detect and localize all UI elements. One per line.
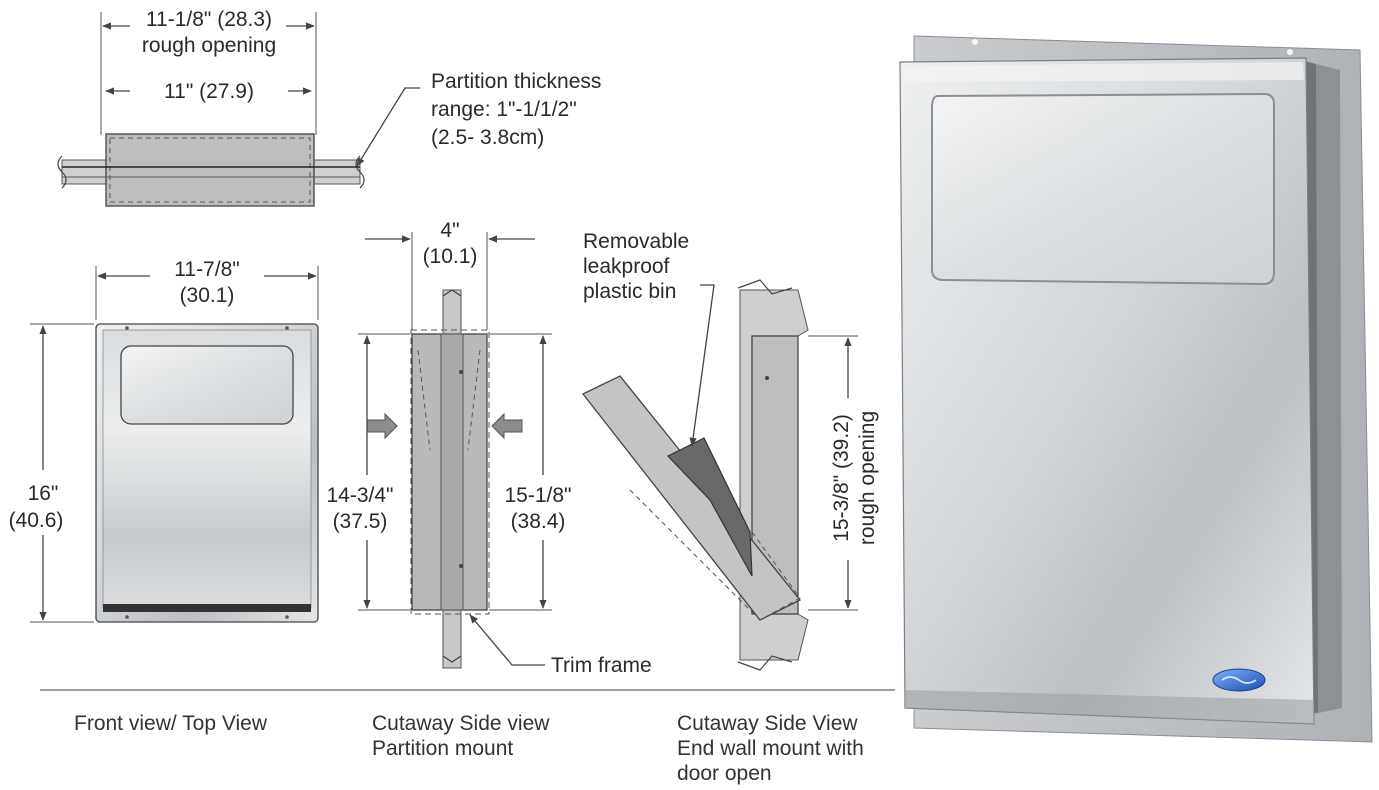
partition-thickness-line3: (2.5- 3.8cm) xyxy=(431,126,544,149)
right-height-dim: 15-1/8" xyxy=(505,484,572,507)
front-width-dim: 11-7/8" xyxy=(174,258,239,281)
trim-frame-label: Trim frame xyxy=(551,654,652,677)
left-height-metric: (37.5) xyxy=(333,510,388,533)
endwall-opening-dim: 15-3/8" (39.2) xyxy=(830,414,853,542)
caption-endwall-line2: End wall mount with xyxy=(677,737,864,760)
bin-label-line2: leakproof xyxy=(583,255,670,278)
depth-metric: (10.1) xyxy=(423,245,478,268)
top-width-dim: 11" (27.9) xyxy=(164,80,254,103)
endwall-opening-label: rough opening xyxy=(856,411,879,545)
partition-thickness-line1: Partition thickness xyxy=(431,70,601,93)
left-height-dim: 14-3/4" xyxy=(327,484,394,507)
product-photo xyxy=(899,35,1373,743)
front-window xyxy=(120,345,294,425)
caption-front: Front view/ Top View xyxy=(74,712,268,735)
side-view-partition: 4" (10.1) 14-3/4" (37.5) 15-1/8" (38.4) xyxy=(327,219,652,677)
bin-label-line1: Removable xyxy=(583,230,689,253)
front-view: 11-7/8" (30.1) 16" (40.6) xyxy=(9,258,319,623)
rough-opening-label: rough opening xyxy=(142,34,276,57)
rough-opening-dim: 11-1/8" (28.3) xyxy=(146,8,272,31)
top-view: 11-1/8" (28.3) rough opening 11" (27.9) … xyxy=(57,8,601,207)
front-height-dim: 16" xyxy=(28,482,59,505)
partition-thickness-line2: range: 1"-1/1/2" xyxy=(431,98,577,121)
depth-dim: 4" xyxy=(440,219,459,242)
caption-endwall-line1: Cutaway Side View xyxy=(677,712,858,735)
side-view-endwall: Removable leakproof plastic bin 15-3/8" … xyxy=(581,230,879,671)
front-width-metric: (30.1) xyxy=(180,284,235,307)
door-window xyxy=(931,92,1275,286)
front-height-metric: (40.6) xyxy=(9,509,64,532)
plastic-bin xyxy=(667,437,753,577)
caption-endwall-line3: door open xyxy=(677,762,772,785)
bin-label-line3: plastic bin xyxy=(583,280,676,303)
right-height-metric: (38.4) xyxy=(511,510,566,533)
caption-partition-line1: Cutaway Side view xyxy=(372,712,550,735)
caption-partition-line2: Partition mount xyxy=(372,737,513,760)
